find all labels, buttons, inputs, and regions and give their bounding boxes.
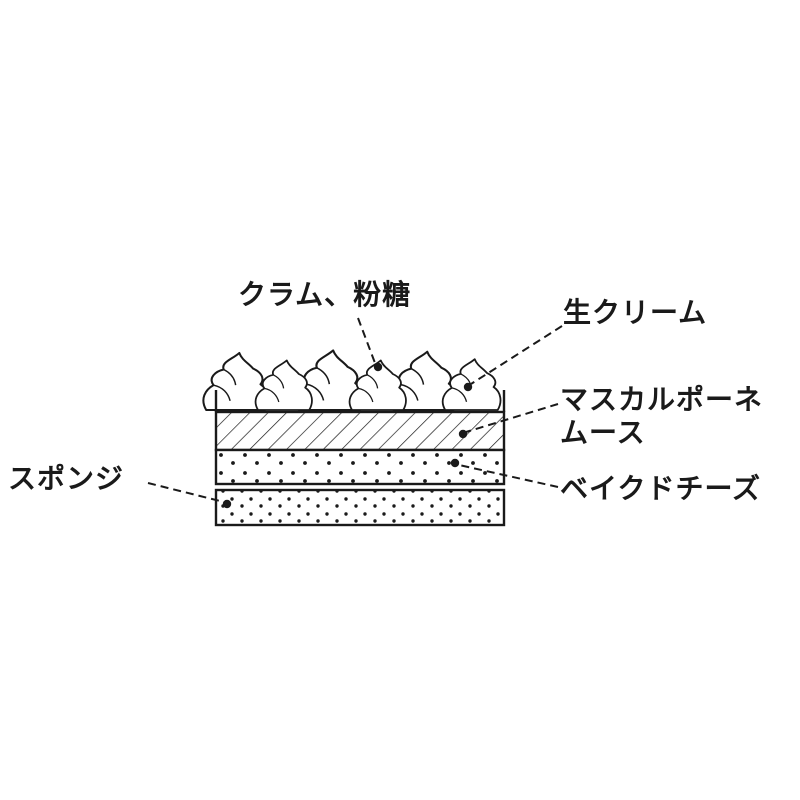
cheese-layer-dots (214, 448, 506, 486)
leader-dot-cheese (450, 458, 460, 468)
label-mascarpone-mousse: マスカルポーネ ムース (560, 383, 764, 449)
leader-line-cream (470, 325, 563, 385)
leader-lines (147, 317, 563, 503)
leader-line-cheese (458, 464, 559, 488)
leader-line-sponge (147, 482, 225, 503)
leader-dot-crumb (373, 362, 383, 372)
whipped-cream-swirls (202, 349, 502, 412)
leader-dot-sponge (222, 499, 232, 509)
leader-line-crumb (357, 317, 376, 364)
label-fresh-cream: 生クリーム (563, 296, 708, 329)
label-baked-cheese: ベイクドチーズ (560, 472, 762, 505)
label-crumb-powdered-sugar: クラム、粉糖 (238, 278, 412, 311)
sponge-layer-dots (214, 488, 506, 527)
cake-layers (214, 390, 506, 527)
leader-line-mousse (465, 403, 559, 433)
mousse-layer-hatch (214, 410, 506, 452)
leader-dots (222, 362, 473, 509)
label-sponge: スポンジ (8, 462, 125, 495)
leader-dot-cream (463, 382, 473, 392)
leader-dot-mousse (458, 429, 468, 439)
